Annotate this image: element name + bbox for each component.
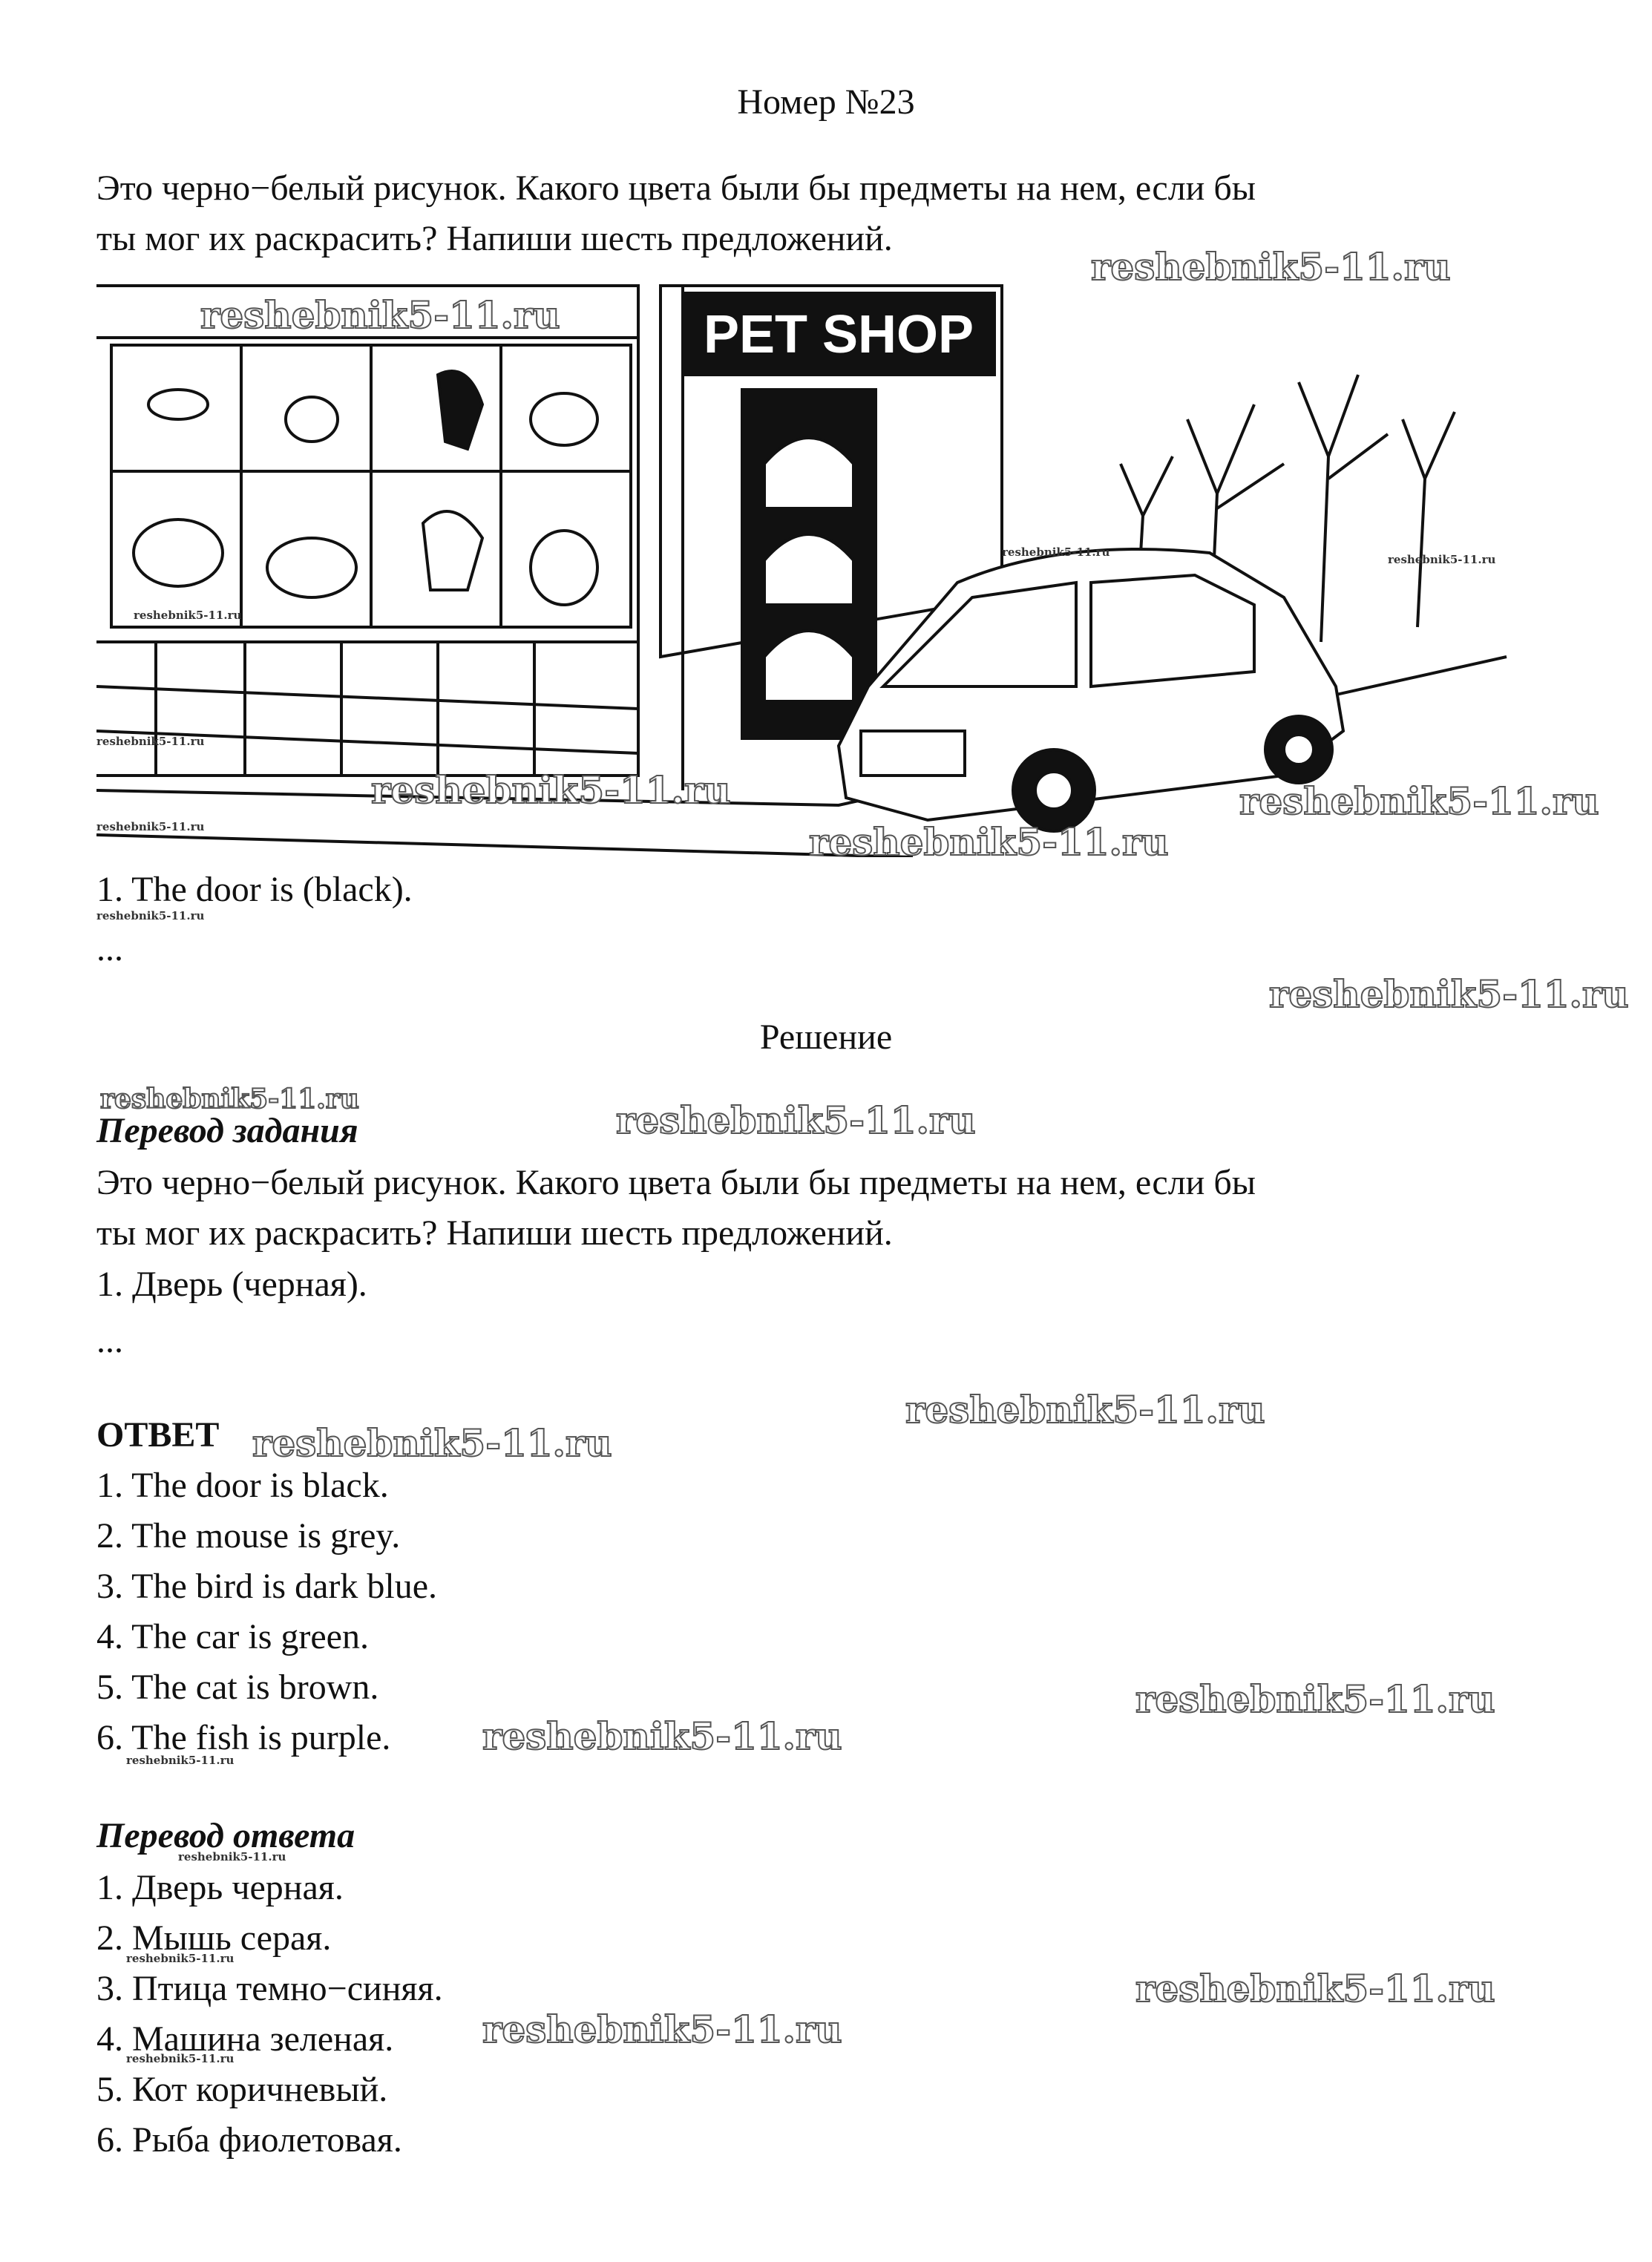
watermark: reshebnik5-11.ru xyxy=(482,1714,843,1759)
watermark: reshebnik5-11.ru xyxy=(1268,971,1630,1017)
translation-ellipsis: ... xyxy=(96,1321,123,1360)
watermark-small: reshebnik5-11.ru xyxy=(1002,545,1110,559)
list-item: 4. Машина зеленая. xyxy=(96,2019,394,2059)
watermark-small: reshebnik5-11.ru xyxy=(126,1754,235,1767)
list-item: 5. Кот коричневый. xyxy=(96,2070,388,2109)
watermark: reshebnik5-11.ru xyxy=(99,1083,360,1115)
watermark: reshebnik5-11.ru xyxy=(808,819,1170,865)
answer-translation-heading: Перевод ответа xyxy=(96,1816,355,1855)
watermark-small: reshebnik5-11.ru xyxy=(178,1850,286,1863)
watermark: reshebnik5-11.ru xyxy=(252,1420,613,1466)
task-ellipsis: ... xyxy=(96,929,123,968)
watermark: reshebnik5-11.ru xyxy=(482,2007,843,2052)
translation-text: Это черно−белый рисунок. Какого цвета бы… xyxy=(96,1163,1256,1253)
list-item: 4. The car is green. xyxy=(96,1617,369,1656)
watermark: reshebnik5-11.ru xyxy=(200,292,561,338)
pet-shop-sign: PET SHOP xyxy=(704,305,974,364)
answer-translation-list: 1. Дверь черная. 2. Мышь серая. 3. Птица… xyxy=(96,1863,443,2166)
list-item: 6. Рыба фиолетовая. xyxy=(96,2120,402,2160)
answer-heading: ОТВЕТ xyxy=(96,1415,220,1455)
watermark: reshebnik5-11.ru xyxy=(1135,1676,1496,1722)
watermark-small: reshebnik5-11.ru xyxy=(126,2052,235,2065)
list-item: 1. Дверь черная. xyxy=(96,1868,344,1907)
list-item: 6. The fish is purple. xyxy=(96,1718,391,1757)
task-text: Это черно−белый рисунок. Какого цвета бы… xyxy=(96,168,1256,258)
answer-list: 1. The door is black. 2. The mouse is gr… xyxy=(96,1461,437,1763)
list-item: 3. The bird is dark blue. xyxy=(96,1567,438,1606)
watermark: reshebnik5-11.ru xyxy=(370,767,732,813)
watermark-small: reshebnik5-11.ru xyxy=(1388,553,1496,566)
list-item: 2. The mouse is grey. xyxy=(96,1516,401,1555)
watermark-small: reshebnik5-11.ru xyxy=(126,1952,235,1965)
pet-shop-illustration: PET SHOP xyxy=(96,284,1507,857)
watermark: reshebnik5-11.ru xyxy=(1135,1966,1496,2011)
watermark-small: reshebnik5-11.ru xyxy=(96,820,205,833)
list-item: 3. Птица темно−синяя. xyxy=(96,1969,443,2008)
translation-example: 1. Дверь (черная). xyxy=(96,1265,367,1304)
task-example: 1. The door is (black). xyxy=(96,870,413,909)
list-item: 5. The cat is brown. xyxy=(96,1668,379,1707)
watermark: reshebnik5-11.ru xyxy=(1239,778,1600,824)
watermark-small: reshebnik5-11.ru xyxy=(96,909,205,922)
list-item: 1. The door is black. xyxy=(96,1466,389,1505)
watermark: reshebnik5-11.ru xyxy=(1090,244,1452,289)
watermark: reshebnik5-11.ru xyxy=(615,1098,977,1143)
page-title: Номер №23 xyxy=(737,82,915,122)
watermark-small: reshebnik5-11.ru xyxy=(134,609,242,622)
translation-heading: Перевод задания xyxy=(96,1111,358,1150)
list-item: 2. Мышь серая. xyxy=(96,1918,332,1958)
solution-heading: Решение xyxy=(759,1017,893,1057)
watermark-small: reshebnik5-11.ru xyxy=(96,735,205,748)
watermark: reshebnik5-11.ru xyxy=(905,1387,1266,1432)
